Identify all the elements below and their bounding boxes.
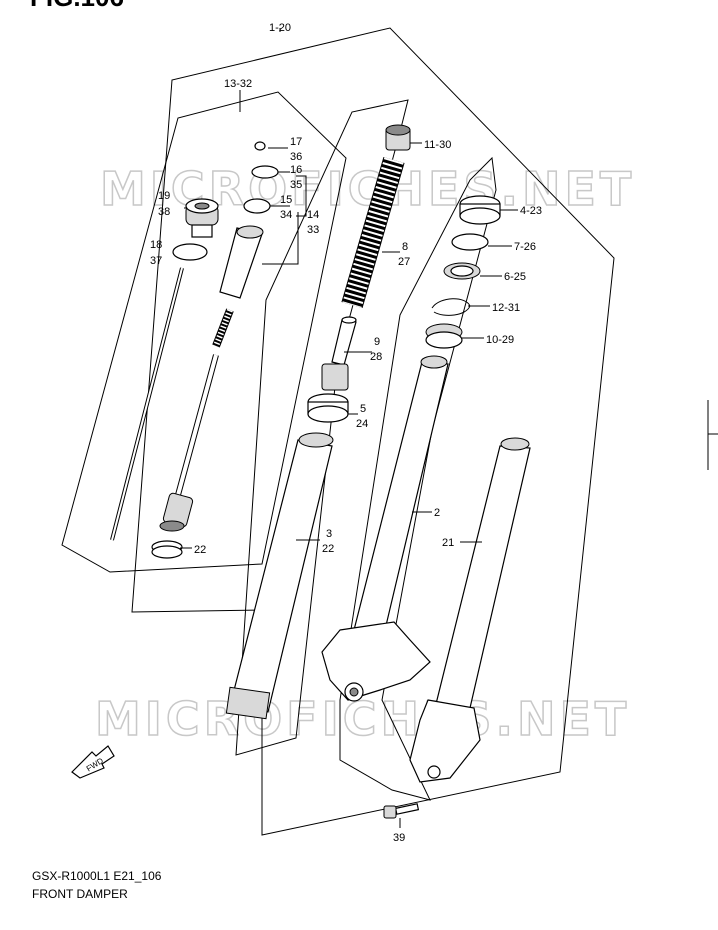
guide-bush-icon [443,262,481,280]
callout-27: 27 [398,256,410,268]
callout-19: 19 [158,190,170,202]
callout-22-outer: 22 [322,543,334,555]
callout-1-20: 1-20 [269,22,291,34]
callout-21: 21 [442,537,454,549]
axle-bolt-icon [383,803,420,819]
inner-tube-icon [353,355,449,635]
callout-16: 16 [290,164,302,176]
callout-33: 33 [307,224,319,236]
outline-cartridge-13-32 [61,91,347,573]
callout-12-31: 12-31 [492,302,520,314]
cap-bolt-icon [185,198,219,238]
model-code: GSX-R1000L1 E21_106 [32,869,162,883]
callout-24: 24 [356,418,368,430]
outer-tube-icon [225,432,334,720]
rebound-spring-icon [212,308,234,348]
callout-14: 14 [307,209,319,221]
seal-ring-icon [251,165,279,179]
callout-8: 8 [402,241,408,253]
callout-35: 35 [290,179,302,191]
slide-bush-icon [425,323,463,349]
watermark-top: MICROFICHES.NET [100,162,635,216]
dust-seal-icon [459,195,501,225]
callout-36: 36 [290,151,302,163]
small-washer-icon [254,141,266,151]
callout-3: 3 [326,528,332,540]
callout-5: 5 [360,403,366,415]
figure-title: FIG.106 [30,0,124,12]
callout-38: 38 [158,206,170,218]
callout-9: 9 [374,336,380,348]
callout-2: 2 [434,507,440,519]
callout-7-26: 7-26 [514,241,536,253]
cartridge-cylinder-icon [219,225,264,299]
piston-ring-icon [243,198,271,214]
callout-18: 18 [150,239,162,251]
oil-seal-icon [451,233,489,251]
outline-outer-tube-group [235,99,409,756]
callout-22-cartridge: 22 [194,544,206,556]
callout-17: 17 [290,136,302,148]
leader-lines [180,28,518,828]
axle-bracket-icon [321,621,431,702]
callout-13-32: 13-32 [224,78,252,90]
callout-34: 34 [280,209,292,221]
callout-11-30: 11-30 [424,139,451,151]
fwd-arrow-icon: FWD [71,745,115,779]
o-ring-icon [172,243,208,261]
callout-28: 28 [370,351,382,363]
callout-6-25: 6-25 [504,271,526,283]
spring-spacer-icon [321,316,357,391]
fork-spring-icon [341,156,405,309]
watermark-bottom: MICROFICHES.NET [95,692,630,746]
bushing-ring-icon [151,540,183,559]
second-fork-tube-icon [409,437,531,783]
callout-4-23: 4-23 [520,205,542,217]
callout-37: 37 [150,255,162,267]
slide-collar-icon [307,393,349,423]
spring-cap-icon [385,124,411,151]
callout-15: 15 [280,194,292,206]
callout-39: 39 [393,832,405,844]
callout-10-29: 10-29 [486,334,514,346]
piston-rod-icon [159,354,219,532]
figure-caption: FRONT DAMPER [32,887,128,901]
